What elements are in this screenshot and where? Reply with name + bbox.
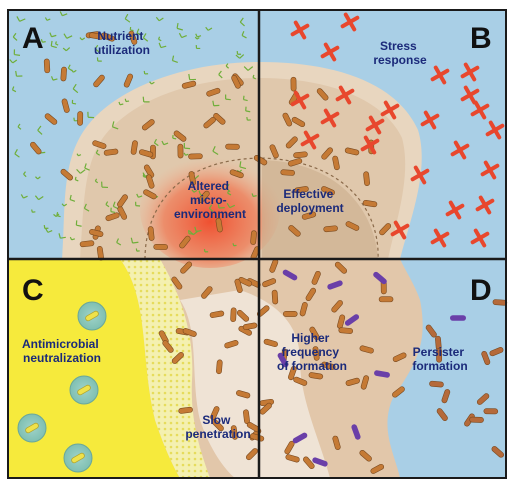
caption-antimicrobial-neutralization: Antimicrobial neutralization <box>22 337 102 365</box>
bacterium <box>379 297 393 302</box>
neutralizing-cell <box>70 376 98 404</box>
caption-line: Antimicrobial <box>22 337 99 351</box>
caption-line: penetration <box>185 427 250 441</box>
bacterium <box>283 311 297 316</box>
caption-line: response <box>373 53 427 67</box>
caption-line: frequency <box>282 345 340 359</box>
caption-line: Stress <box>380 39 417 53</box>
caption-persister-formation: Persister formation <box>412 345 467 373</box>
caption-line: formation <box>412 359 467 373</box>
bacterium <box>250 230 256 244</box>
bacterium <box>291 77 296 91</box>
caption-nutrient-utilization: Nutrient utilization <box>94 29 150 57</box>
bacterium <box>216 360 222 374</box>
panel-d-letter: D <box>470 274 492 307</box>
bacterium <box>61 67 67 81</box>
bacterium <box>339 327 353 333</box>
bacterium <box>77 111 82 125</box>
bacterium <box>225 144 239 149</box>
neutralizing-cell <box>18 414 46 442</box>
bacterium <box>281 170 295 176</box>
bacterium <box>470 417 484 423</box>
bacterium <box>429 381 443 387</box>
bacterium <box>493 299 507 305</box>
bacterium <box>363 171 370 185</box>
bacterium <box>230 308 236 322</box>
panel-b-letter: B <box>470 22 492 55</box>
panel-a-letter: A <box>22 22 44 55</box>
caption-line: micro- <box>190 193 227 207</box>
bacterium <box>178 144 183 158</box>
caption-line: Higher <box>291 331 329 345</box>
caption-line: deployment <box>276 201 343 215</box>
caption-effective-deployment: Effective deployment <box>276 187 343 215</box>
caption-line: environment <box>174 207 246 221</box>
caption-line: Effective <box>283 187 333 201</box>
neutralizing-cell <box>64 444 92 472</box>
bacterium <box>272 290 278 304</box>
bacterium <box>148 226 155 240</box>
bacterium <box>323 225 337 232</box>
caption-line: Nutrient <box>97 29 143 43</box>
bacterium <box>80 240 94 247</box>
caption-line: neutralization <box>23 351 101 365</box>
bacterium <box>44 59 50 73</box>
caption-line: Persister <box>413 345 465 359</box>
caption-line: Slow <box>202 413 231 427</box>
bacterium <box>484 409 498 414</box>
panel-c-letter: C <box>22 274 44 307</box>
bacterium <box>154 244 168 249</box>
bacterium <box>188 154 202 160</box>
neutralizing-cell <box>78 302 106 330</box>
caption-line: of formation <box>277 359 347 373</box>
caption-line: Altered <box>188 179 229 193</box>
caption-stress-response: Stress response <box>373 39 427 67</box>
persister-cell <box>450 315 466 321</box>
caption-line: utilization <box>94 43 150 57</box>
bacterium <box>293 151 307 158</box>
